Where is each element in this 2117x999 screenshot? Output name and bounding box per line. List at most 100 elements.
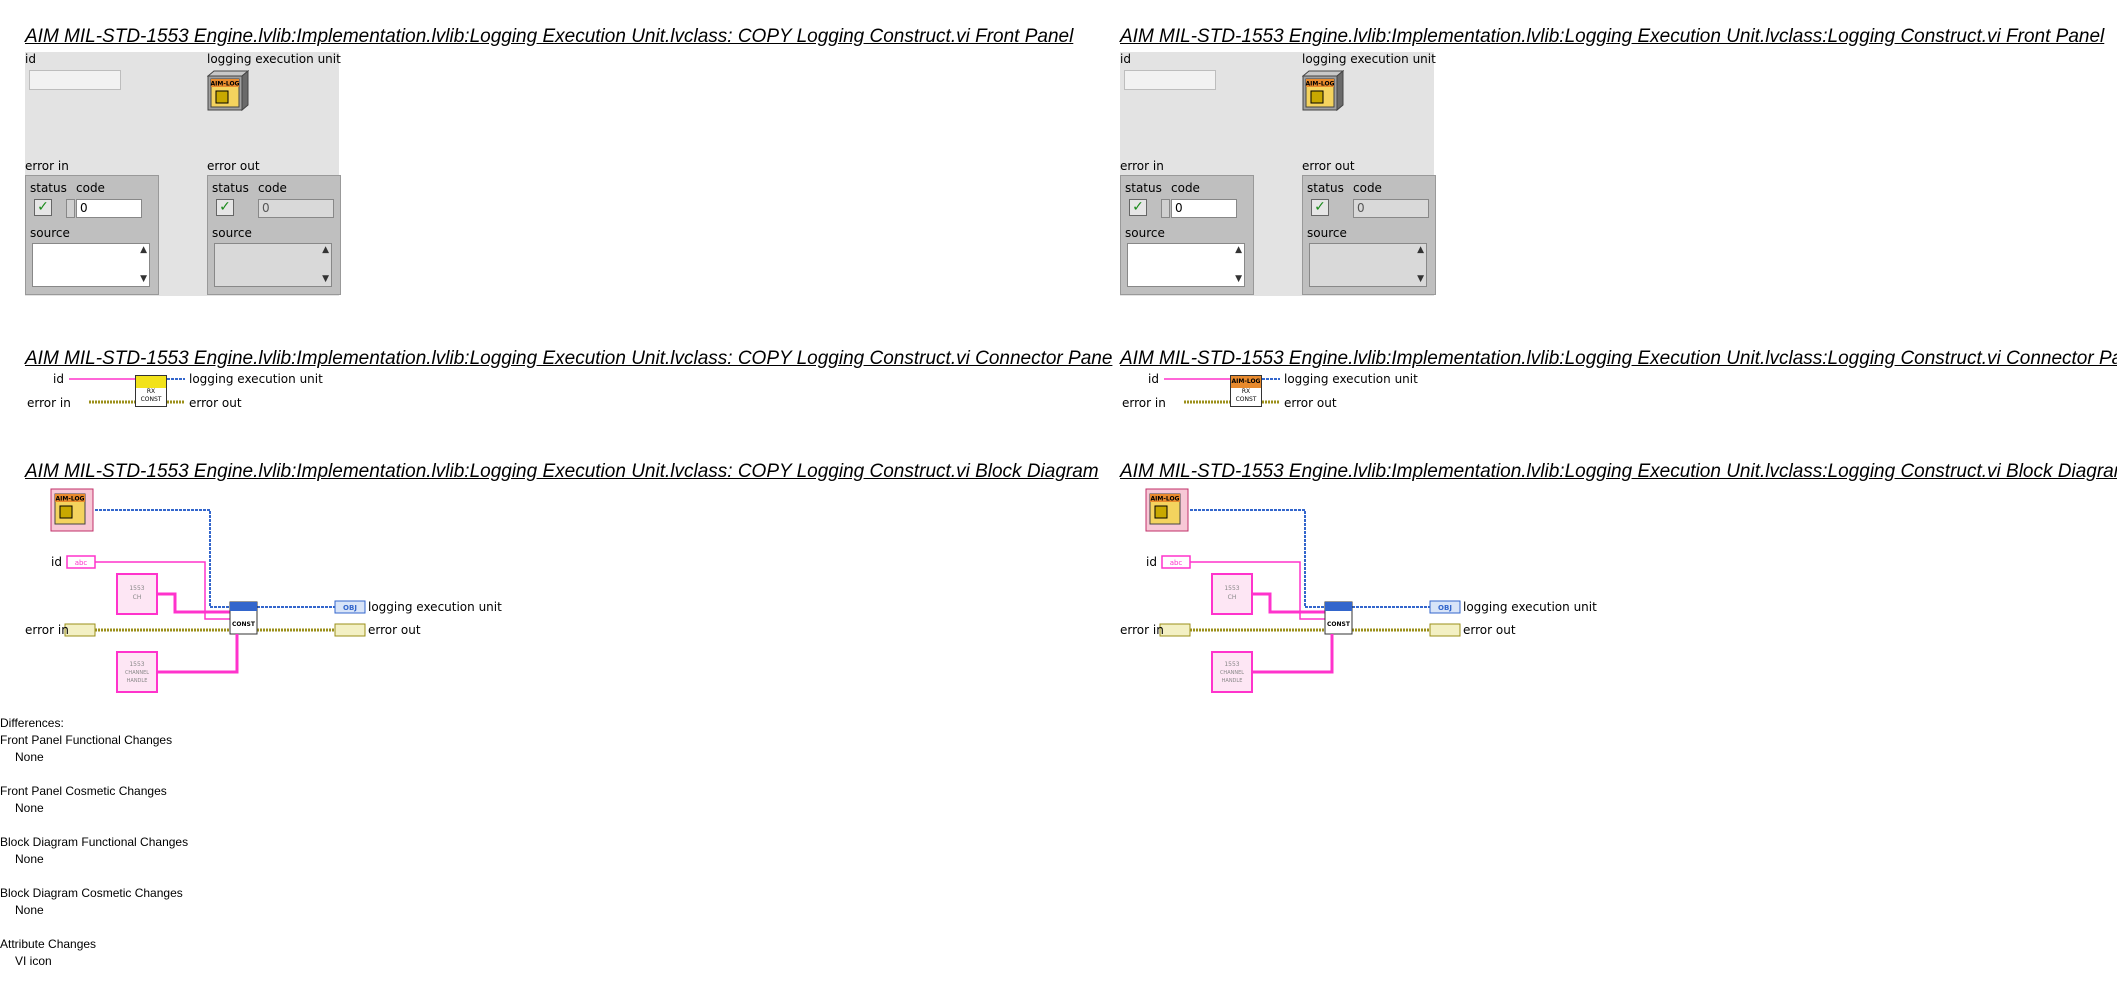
cp-logging-unit-label: logging execution unit: [1284, 372, 1418, 386]
code-spinner[interactable]: [66, 199, 75, 218]
subvi-text: RX CONST: [1235, 388, 1257, 403]
diff-section-value: None: [15, 852, 44, 866]
svg-text:1553: 1553: [129, 661, 144, 668]
subvi-text: RX CONST: [140, 388, 162, 403]
diff-section-value: VI icon: [15, 954, 52, 968]
diff-section-name: Block Diagram Functional Changes: [0, 835, 189, 849]
diff-section-value: None: [15, 801, 44, 815]
status-checkbox[interactable]: ✓: [1129, 199, 1147, 216]
connector-pane: id error in AIM-LOG RX CONST logging exe…: [1120, 368, 1460, 412]
cp-error-out-label: error out: [1284, 396, 1337, 410]
cp-error-in-label: error in: [27, 396, 71, 410]
svg-text:HANDLE: HANDLE: [1222, 678, 1243, 684]
svg-text:AIM-LOG: AIM-LOG: [1306, 81, 1335, 88]
id-label: id: [1120, 52, 1131, 66]
scroll-down-icon[interactable]: ▼: [322, 274, 329, 284]
svg-text:HANDLE: HANDLE: [127, 678, 148, 684]
svg-text:CHANNEL: CHANNEL: [1220, 670, 1244, 676]
front-panel-title: AIM MIL-STD-1553 Engine.lvlib:Implementa…: [25, 26, 1074, 47]
differences-title: Differences:: [0, 716, 64, 730]
diff-section-name: Front Panel Cosmetic Changes: [0, 784, 167, 798]
scroll-up-icon[interactable]: ▲: [1235, 245, 1242, 255]
svg-text:abc: abc: [1170, 559, 1183, 567]
cp-logging-unit-label: logging execution unit: [189, 372, 323, 386]
cp-id-label: id: [53, 372, 64, 386]
bd-logging-unit-label: logging execution unit: [1463, 600, 1597, 614]
cp-error-out-label: error out: [189, 396, 242, 410]
bd-error-in-label: error in: [25, 623, 69, 637]
error-in-cluster: status code ✓ 0 source ▲ ▼: [25, 175, 159, 295]
source-field[interactable]: ▲ ▼: [32, 243, 150, 287]
logging-unit-label: logging execution unit: [207, 52, 341, 66]
svg-text:1553: 1553: [129, 585, 144, 592]
subvi-icon: AIM-LOG RX CONST: [1230, 375, 1262, 407]
block-diagram: AIM-LOG abc 1553 CH CONST 1553: [25, 484, 502, 694]
front-panel: id logging execution unit AIM-LOG error …: [1120, 52, 1436, 296]
code-spinner[interactable]: [1161, 199, 1170, 218]
scroll-up-icon[interactable]: ▲: [1417, 245, 1424, 255]
cp-id-label: id: [1148, 372, 1159, 386]
code-field[interactable]: 0: [76, 199, 142, 218]
status-label: status: [1125, 181, 1162, 195]
logging-unit-indicator-icon: AIM-LOG: [1302, 70, 1344, 112]
bd-wires: AIM-LOG abc 1553 CH CONST 1553 CHANNEL H…: [1145, 488, 1461, 693]
code-label: code: [1353, 181, 1382, 195]
svg-text:CH: CH: [1228, 594, 1237, 601]
status-checkbox[interactable]: ✓: [34, 199, 52, 216]
error-out-label: error out: [1302, 159, 1355, 173]
scroll-down-icon[interactable]: ▼: [1235, 274, 1242, 284]
cp-wires: [69, 378, 185, 404]
code-label: code: [1171, 181, 1200, 195]
diff-section-name: Attribute Changes: [0, 937, 97, 951]
svg-text:CH: CH: [133, 594, 142, 601]
differences-list: Differences: Front Panel Functional Chan…: [0, 715, 188, 970]
diff-section-value: None: [15, 903, 44, 917]
connector-pane-title: AIM MIL-STD-1553 Engine.lvlib:Implementa…: [1120, 348, 2117, 369]
status-indicator: ✓: [216, 199, 234, 216]
logging-unit-label: logging execution unit: [1302, 52, 1436, 66]
svg-text:AIM-LOG: AIM-LOG: [56, 496, 85, 503]
bd-error-in-label: error in: [1120, 623, 1164, 637]
subvi-icon: RX CONST: [135, 375, 167, 407]
subvi-band-text: AIM-LOG: [1231, 376, 1261, 388]
scroll-down-icon[interactable]: ▼: [140, 274, 147, 284]
source-field[interactable]: ▲ ▼: [1127, 243, 1245, 287]
logging-unit-indicator-icon: AIM-LOG: [207, 70, 249, 112]
svg-text:CONST: CONST: [1327, 621, 1351, 628]
status-label: status: [30, 181, 67, 195]
svg-text:OBJ: OBJ: [1438, 604, 1452, 612]
cp-wires: [1164, 378, 1280, 404]
id-control[interactable]: [1124, 70, 1216, 90]
scroll-up-icon[interactable]: ▲: [140, 245, 147, 255]
block-diagram-title: AIM MIL-STD-1553 Engine.lvlib:Implementa…: [1120, 461, 2117, 482]
source-label: source: [212, 226, 252, 240]
bd-logging-unit-label: logging execution unit: [368, 600, 502, 614]
svg-text:CONST: CONST: [232, 621, 256, 628]
code-field[interactable]: 0: [1171, 199, 1237, 218]
bd-wires: AIM-LOG abc 1553 CH CONST 1553: [50, 488, 366, 693]
status-label: status: [212, 181, 249, 195]
svg-text:OBJ: OBJ: [343, 604, 357, 612]
id-control[interactable]: [29, 70, 121, 90]
code-label: code: [258, 181, 287, 195]
scroll-down-icon[interactable]: ▼: [1417, 274, 1424, 284]
error-out-cluster: status code ✓ 0 source ▲ ▼: [207, 175, 341, 295]
error-in-label: error in: [25, 159, 69, 173]
error-out-label: error out: [207, 159, 260, 173]
source-label: source: [30, 226, 70, 240]
diff-section-name: Front Panel Functional Changes: [0, 733, 173, 747]
code-indicator: 0: [258, 199, 334, 218]
bd-id-label: id: [1146, 555, 1157, 569]
bd-id-label: id: [51, 555, 62, 569]
svg-text:1553: 1553: [1224, 585, 1239, 592]
code-label: code: [76, 181, 105, 195]
svg-text:abc: abc: [75, 559, 88, 567]
front-panel-title: AIM MIL-STD-1553 Engine.lvlib:Implementa…: [1120, 26, 2105, 47]
source-label: source: [1125, 226, 1165, 240]
block-diagram-title: AIM MIL-STD-1553 Engine.lvlib:Implementa…: [25, 461, 1099, 482]
front-panel: id logging execution unit AIM-LOG error …: [25, 52, 341, 296]
scroll-up-icon[interactable]: ▲: [322, 245, 329, 255]
svg-text:1553: 1553: [1224, 661, 1239, 668]
svg-text:AIM-LOG: AIM-LOG: [1151, 496, 1180, 503]
source-label: source: [1307, 226, 1347, 240]
